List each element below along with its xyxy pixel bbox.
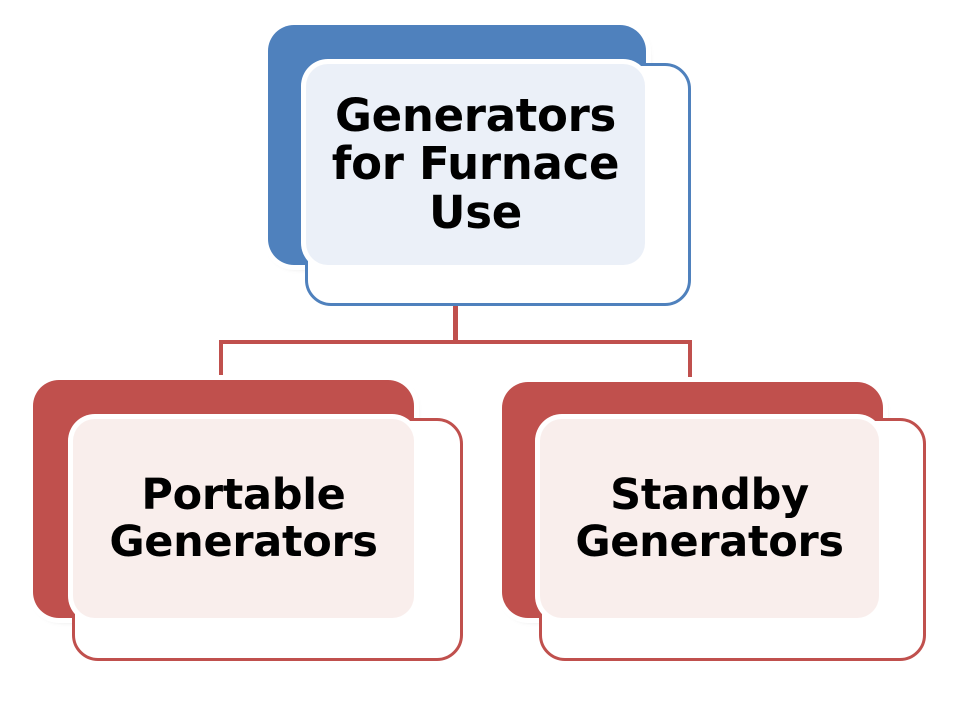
root-label-panel: Generators for Furnace Use [306, 64, 645, 265]
root-label: Generators for Furnace Use [331, 88, 620, 239]
child-1-label: Portable Generators [109, 470, 378, 567]
child-1-label-panel: Portable Generators [73, 419, 414, 618]
connector-horizontal-bus [219, 340, 692, 344]
child-2-label-panel: Standby Generators [540, 419, 879, 618]
connector-drop-left [219, 340, 223, 382]
connector-stem-lower [453, 305, 458, 344]
child-2-label: Standby Generators [575, 470, 844, 567]
connector-drop-right [688, 340, 692, 382]
